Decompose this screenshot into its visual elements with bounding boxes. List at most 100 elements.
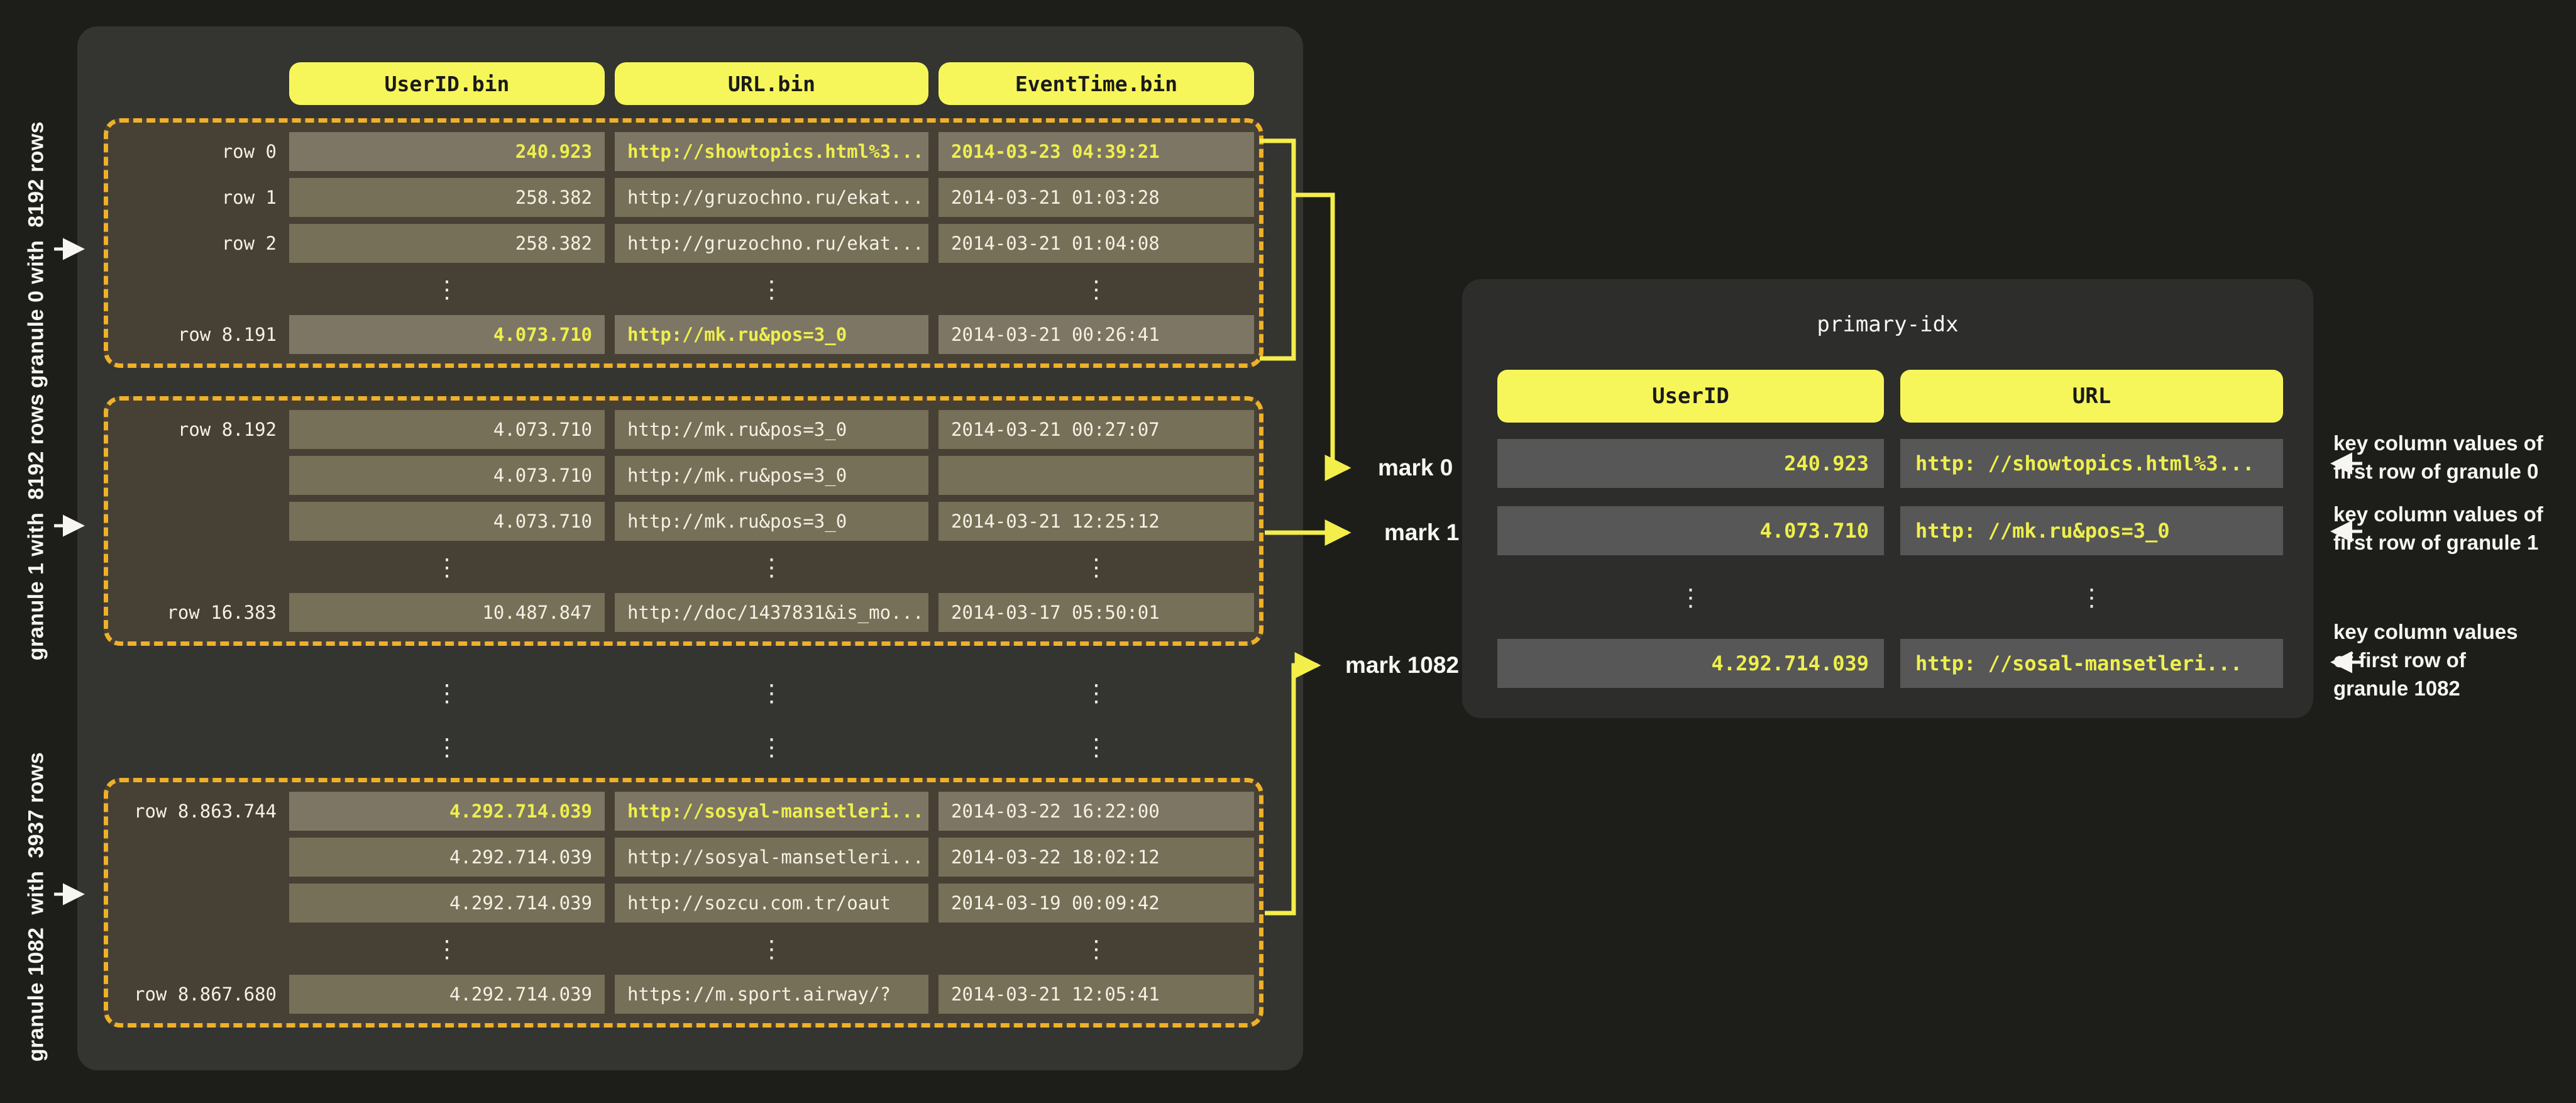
cell-url: http://gruzochno.ru/ekat... xyxy=(615,178,928,217)
ellipsis-row: ⋮⋮⋮ xyxy=(108,270,1259,308)
annotation-granule-1082: key column values of first row of granul… xyxy=(2333,620,2518,700)
granule-0-box: row 0 240.923 http://showtopics.html%3... 2… xyxy=(104,118,1263,368)
index-cell-userid: 240.923 xyxy=(1497,439,1884,488)
cell-evt: 2014-03-17 05:50:01 xyxy=(938,593,1254,632)
row-label: row 8.867.680 xyxy=(134,984,277,1005)
index-column-header-url: URL xyxy=(1900,370,2283,423)
table-row: row 2 258.382 http://gruzochno.ru/ekat... 2… xyxy=(108,224,1259,263)
granule-1-side-label: granule 1 with 8192 rows xyxy=(24,393,48,661)
cell-evt: 2014-03-22 18:02:12 xyxy=(938,838,1254,877)
vertical-ellipsis: ⋮ xyxy=(1084,679,1108,707)
index-row: 240.923 http: //showtopics.html%3... xyxy=(1497,439,2283,488)
vertical-ellipsis: ⋮ xyxy=(1084,934,1108,963)
cell-url: http://mk.ru&pos=3_0 xyxy=(615,502,928,541)
row-label: row 1 xyxy=(221,187,277,208)
table-row: row 1 258.382 http://gruzochno.ru/ekat... 2… xyxy=(108,178,1259,217)
ellipsis-row: ⋮ ⋮ ⋮ xyxy=(289,722,1254,772)
cell-url: http://gruzochno.ru/ekat... xyxy=(615,224,928,263)
mark-0-label: mark 0 xyxy=(1378,455,1453,480)
vertical-ellipsis: ⋮ xyxy=(435,679,459,707)
mark-1082-label: mark 1082 xyxy=(1345,652,1460,678)
index-cell-url: http: //sosal-mansetleri... xyxy=(1900,639,2283,688)
cell-uid: 4.292.714.039 xyxy=(289,792,605,831)
vertical-ellipsis: ⋮ xyxy=(759,275,784,303)
bin-column-headers: UserID.bin URL.bin EventTime.bin xyxy=(289,62,1254,105)
table-row: row 8.863.744 4.292.714.039 http://sosyal-… xyxy=(108,792,1259,831)
annotation-granule-1: key column values of first row of granul… xyxy=(2333,502,2543,554)
cell-evt: 2014-03-22 16:22:00 xyxy=(938,792,1254,831)
index-column-header-userid: UserID xyxy=(1497,370,1884,423)
table-row: row 0 240.923 http://showtopics.html%3... 2… xyxy=(108,132,1259,171)
cell-evt: 2014-03-21 00:27:07 xyxy=(938,410,1254,449)
vertical-ellipsis: ⋮ xyxy=(1084,553,1108,581)
cell-url: http://mk.ru&pos=3_0 xyxy=(615,410,928,449)
cell-uid: 258.382 xyxy=(289,178,605,217)
row-label: row 16.383 xyxy=(167,602,277,623)
cell-uid: 4.292.714.039 xyxy=(289,838,605,877)
cell-url: https://m.sport.airway/? xyxy=(615,975,928,1014)
cell-uid: 4.292.714.039 xyxy=(289,884,605,923)
primary-index-headers: UserID URL xyxy=(1497,370,2283,423)
vertical-ellipsis: ⋮ xyxy=(759,934,784,963)
cell-uid: 4.073.710 xyxy=(289,410,605,449)
primary-index-rows: 240.923 http: //showtopics.html%3... 4.073… xyxy=(1497,439,2283,706)
cell-uid: 4.073.710 xyxy=(289,502,605,541)
cell-url: http://sosyal-mansetleri... xyxy=(615,792,928,831)
vertical-ellipsis: ⋮ xyxy=(759,733,784,761)
granule-1082-side-label: granule 1082 with 3937 rows xyxy=(24,751,48,1062)
granule-0-side-label: granule 0 with 8192 rows xyxy=(24,121,48,389)
cell-url: http://sozcu.com.tr/oaut xyxy=(615,884,928,923)
vertical-ellipsis: ⋮ xyxy=(435,733,459,761)
cell-evt: 2014-03-21 01:03:28 xyxy=(938,178,1254,217)
column-header-url-bin: URL.bin xyxy=(615,62,928,105)
cell-uid: 240.923 xyxy=(289,132,605,171)
cell-evt: 2014-03-23 04:39:21 xyxy=(938,132,1254,171)
cell-evt: 2014-03-21 12:05:41 xyxy=(938,975,1254,1014)
annotation-granule-0: key column values of first row of granul… xyxy=(2333,431,2543,483)
index-cell-url: http: //showtopics.html%3... xyxy=(1900,439,2283,488)
ellipsis-row: ⋮ ⋮ ⋮ xyxy=(108,548,1259,586)
index-cell-userid: 4.073.710 xyxy=(1497,506,1884,555)
vertical-ellipsis: ⋮ xyxy=(435,553,459,581)
cell-url: http://showtopics.html%3... xyxy=(615,132,928,171)
vertical-ellipsis: ⋮ xyxy=(1678,583,1703,611)
row-label: row 8.191 xyxy=(177,324,277,345)
granule-1082-box: row 8.863.744 4.292.714.039 http://sosyal-… xyxy=(104,778,1263,1028)
cell-evt: 2014-03-21 12:25:12 xyxy=(938,502,1254,541)
table-row: 4.292.714.039 http://sosyal-mansetleri...… xyxy=(108,838,1259,877)
primary-index-panel: primary-idx UserID URL 240.923 http: //sh… xyxy=(1462,279,2313,718)
column-header-eventtime-bin: EventTime.bin xyxy=(938,62,1254,105)
index-row: 4.292.714.039 http: //sosal-mansetleri... xyxy=(1497,639,2283,688)
table-row: 4.073.710 http://mk.ru&pos=3_0 2014-03-21 … xyxy=(108,502,1259,541)
vertical-ellipsis: ⋮ xyxy=(2079,583,2104,611)
index-cell-userid: 4.292.714.039 xyxy=(1497,639,1884,688)
cell-url: http://doc/1437831&is_mo... xyxy=(615,593,928,632)
cell-evt: 2014-03-21 00:26:41 xyxy=(938,315,1254,354)
cell-uid: 4.292.714.039 xyxy=(289,975,605,1014)
cell-evt xyxy=(938,456,1254,495)
primary-index-title: primary-idx xyxy=(1817,312,1959,337)
cell-evt: 2014-03-19 00:09:42 xyxy=(938,884,1254,923)
row-label: row 8.863.744 xyxy=(134,801,277,822)
ellipsis-row: ⋮⋮ xyxy=(1497,574,2283,621)
vertical-ellipsis: ⋮ xyxy=(1084,733,1108,761)
vertical-ellipsis: ⋮ xyxy=(435,275,459,303)
table-row: 4.292.714.039 http://sozcu.com.tr/oaut 201… xyxy=(108,884,1259,923)
cell-url: http://mk.ru&pos=3_0 xyxy=(615,456,928,495)
cell-uid: 258.382 xyxy=(289,224,605,263)
row-label: row 0 xyxy=(221,141,277,162)
row-label: row 2 xyxy=(221,233,277,254)
vertical-ellipsis: ⋮ xyxy=(759,553,784,581)
cell-url: http://sosyal-mansetleri... xyxy=(615,838,928,877)
cell-uid: 4.073.710 xyxy=(289,315,605,354)
vertical-ellipsis: ⋮ xyxy=(759,679,784,707)
row-label: row 8.192 xyxy=(177,419,277,440)
table-row: row 8.867.680 4.292.714.039 https://m.spor… xyxy=(108,975,1259,1014)
cell-url: http://mk.ru&pos=3_0 xyxy=(615,315,928,354)
cell-evt: 2014-03-21 01:04:08 xyxy=(938,224,1254,263)
